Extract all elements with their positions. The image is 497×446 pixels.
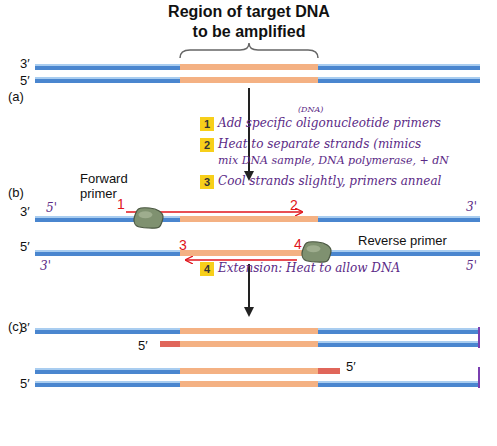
target-region bbox=[180, 368, 318, 374]
dna-strand bbox=[35, 250, 480, 256]
strand-end: 3′ bbox=[20, 57, 30, 70]
dna-strand bbox=[35, 328, 480, 334]
primer-highlight bbox=[306, 245, 320, 252]
step-number: 2 bbox=[204, 140, 210, 151]
handwritten-note: Cool strands slightly, primers anneal bbox=[218, 175, 441, 187]
step-box: 1 bbox=[200, 117, 214, 131]
handwritten-note: 5' bbox=[46, 202, 57, 214]
primer-blob: Reverse primer bbox=[300, 241, 332, 263]
dna-strand bbox=[35, 64, 480, 70]
pen-mark bbox=[478, 327, 480, 348]
step-number: 3 bbox=[204, 177, 210, 188]
handwritten-note: Add specific oligonucleotide primers bbox=[218, 117, 441, 129]
target-region bbox=[180, 328, 318, 334]
primer-segment bbox=[318, 368, 340, 374]
dna-strand bbox=[35, 77, 480, 83]
step-number: 4 bbox=[204, 264, 210, 275]
panel-label: (b) bbox=[8, 186, 24, 199]
panel-label: (a) bbox=[8, 90, 24, 103]
extension-arrow bbox=[186, 259, 297, 260]
strand-end: 3′ bbox=[20, 205, 30, 218]
target-region bbox=[180, 64, 318, 70]
callout-number: 2 bbox=[290, 198, 298, 212]
callout-number: 1 bbox=[117, 197, 125, 211]
callout-number: 4 bbox=[294, 237, 302, 251]
dna-duplex-c1 bbox=[35, 328, 480, 347]
primer-outline bbox=[302, 242, 331, 262]
handwritten-note: 5' bbox=[466, 260, 477, 272]
dna-strands-b bbox=[35, 216, 480, 256]
primer-label: Reverse primer bbox=[358, 233, 478, 248]
step-box: 2 bbox=[200, 138, 214, 152]
primer-blob: Forward primer bbox=[132, 207, 164, 229]
dna-strand bbox=[35, 381, 480, 387]
primer-highlight bbox=[138, 211, 152, 218]
step-number: 1 bbox=[204, 119, 210, 130]
strand-end: 5′ bbox=[346, 360, 356, 373]
handwritten-note: 3' bbox=[40, 260, 51, 272]
region-bracket bbox=[180, 43, 318, 58]
primer-outline bbox=[134, 208, 163, 228]
primer-segment bbox=[160, 341, 180, 347]
target-region bbox=[180, 381, 318, 387]
callout-number: 3 bbox=[179, 238, 187, 252]
handwritten-note: Heat to separate strands (mimics bbox=[218, 138, 421, 150]
dna-duplex-c2 bbox=[35, 368, 480, 387]
target-region bbox=[180, 341, 318, 347]
handwritten-note: Extension: Heat to allow DNA bbox=[218, 262, 400, 274]
pen-mark bbox=[478, 367, 480, 388]
strand-end: 5′ bbox=[20, 377, 30, 390]
handwritten-note: 3' bbox=[466, 201, 477, 213]
handwritten-note: (DNA) bbox=[298, 106, 323, 114]
target-region bbox=[180, 77, 318, 83]
dna-duplex-a bbox=[35, 64, 480, 83]
figure-title: Region of target DNA to be amplified bbox=[163, 2, 335, 42]
primer-shape bbox=[132, 207, 164, 229]
primer-shape bbox=[300, 241, 332, 263]
strand-end: 3′ bbox=[20, 321, 30, 334]
dna-strand bbox=[160, 341, 480, 347]
strand-end: 5′ bbox=[20, 240, 30, 253]
strand-end: 5′ bbox=[138, 339, 148, 352]
dna-strand bbox=[35, 216, 480, 222]
step-box: 4 bbox=[200, 262, 214, 276]
primer-label: Forward primer bbox=[80, 171, 150, 201]
strand-end: 5′ bbox=[20, 74, 30, 87]
dna-strand bbox=[35, 368, 340, 374]
step-box: 3 bbox=[200, 175, 214, 189]
handwritten-note: mix DNA sample, DNA polymerase, + dN bbox=[218, 155, 449, 166]
target-region bbox=[180, 216, 318, 222]
